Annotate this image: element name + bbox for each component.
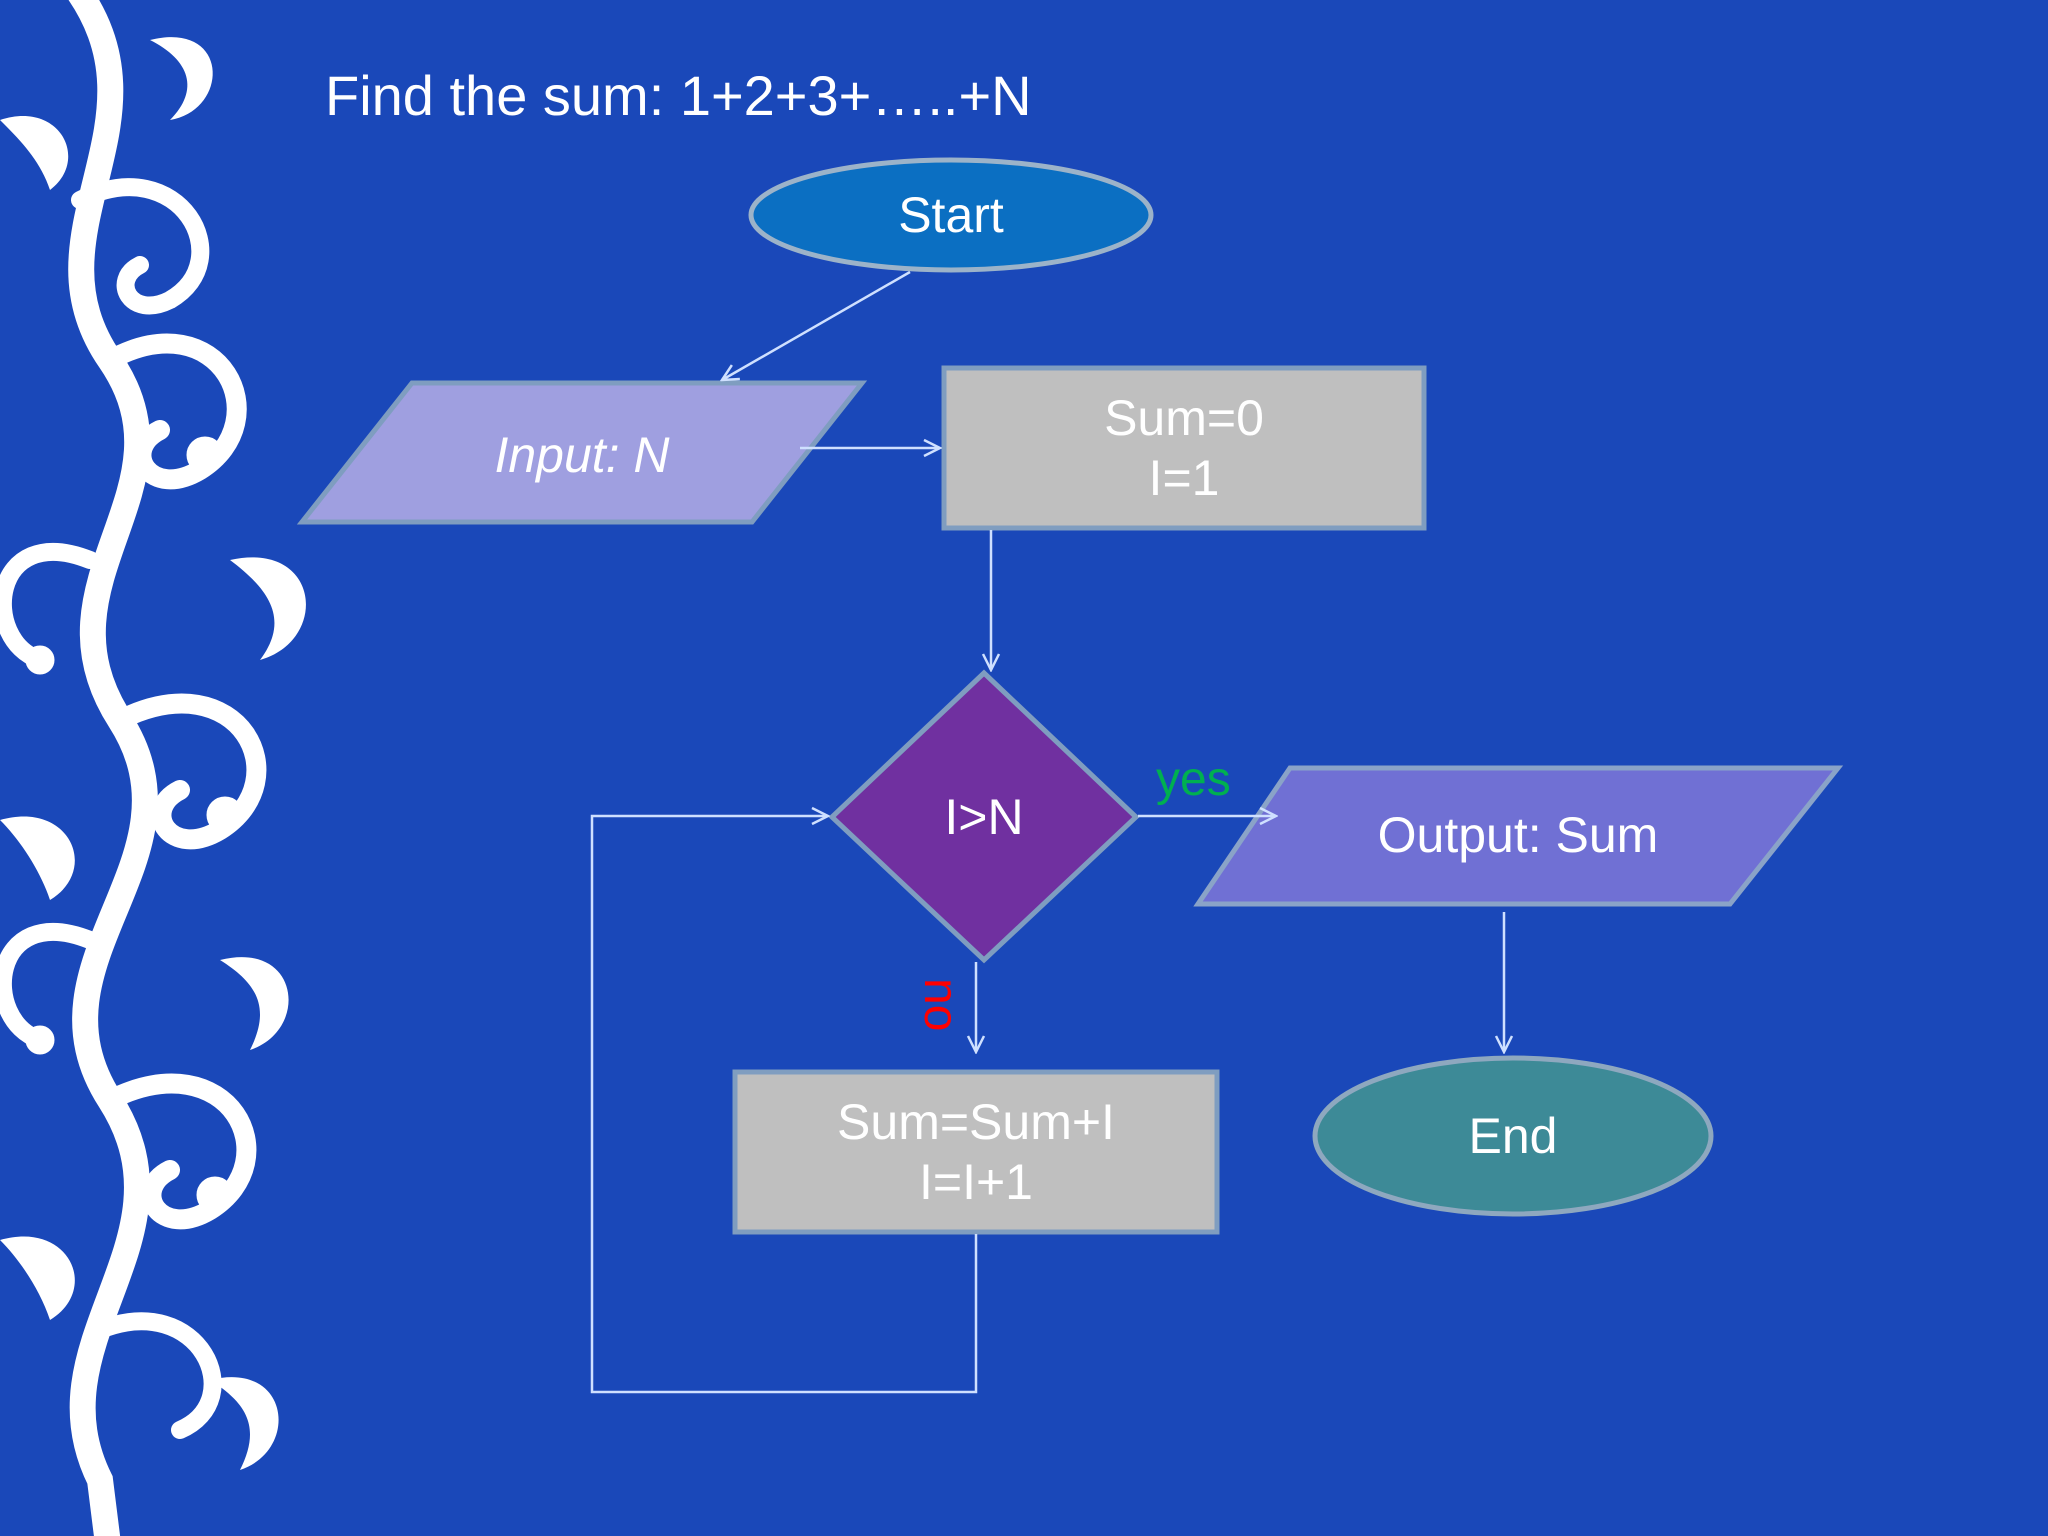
init-label: Sum=0 I=1 [944,368,1424,528]
init-line-i: I=1 [1148,450,1220,506]
update-line-i: I=I+1 [919,1154,1033,1210]
no-edge-label: no [914,978,967,1032]
yes-edge-label: yes [1156,753,1231,806]
init-process-box [941,365,1427,531]
update-label: Sum=Sum+I I=I+1 [735,1072,1217,1232]
decision-diamond [828,669,1140,964]
ornament-bud [25,645,55,675]
ornament-bud [25,1025,55,1055]
ornament-curl [100,1073,257,1230]
ornament-curl [0,543,99,669]
update-process-box [732,1069,1220,1235]
start-label: Start [898,187,1004,243]
floral-ornament [0,0,306,1536]
start-terminal [748,157,1154,273]
init-line-sum: Sum=0 [1104,390,1264,446]
ornament-bud [206,796,244,834]
update-line-sum: Sum=Sum+I [837,1094,1115,1150]
ornament-curl [71,178,210,315]
ornament-leaf [230,557,306,660]
ornament-leaf [0,816,75,900]
input-parallelogram [296,380,868,525]
ornament-leaf [220,957,289,1050]
connector-update-loop-back [590,816,978,1394]
output-label: Output: Sum [1377,807,1659,863]
output-parallelogram [1193,765,1844,907]
ornament-bud [186,436,224,474]
ornament-curl [91,1312,222,1439]
ornament-bud [196,1176,234,1214]
ornament-curl [0,923,99,1049]
slide-title: Find the sum: 1+2+3+…..+N [325,64,1032,127]
end-label: End [1468,1108,1558,1164]
ornament-leaf [210,1377,279,1470]
ornament-leaf [0,116,69,190]
decision-label: I>N [944,789,1024,845]
ornament-leaf [0,1236,75,1320]
ornament-leaf [150,37,213,120]
end-terminal [1312,1055,1714,1217]
input-label: Input: N [494,427,670,483]
ornament-curl [110,693,267,850]
connector-start-to-input [722,270,911,380]
